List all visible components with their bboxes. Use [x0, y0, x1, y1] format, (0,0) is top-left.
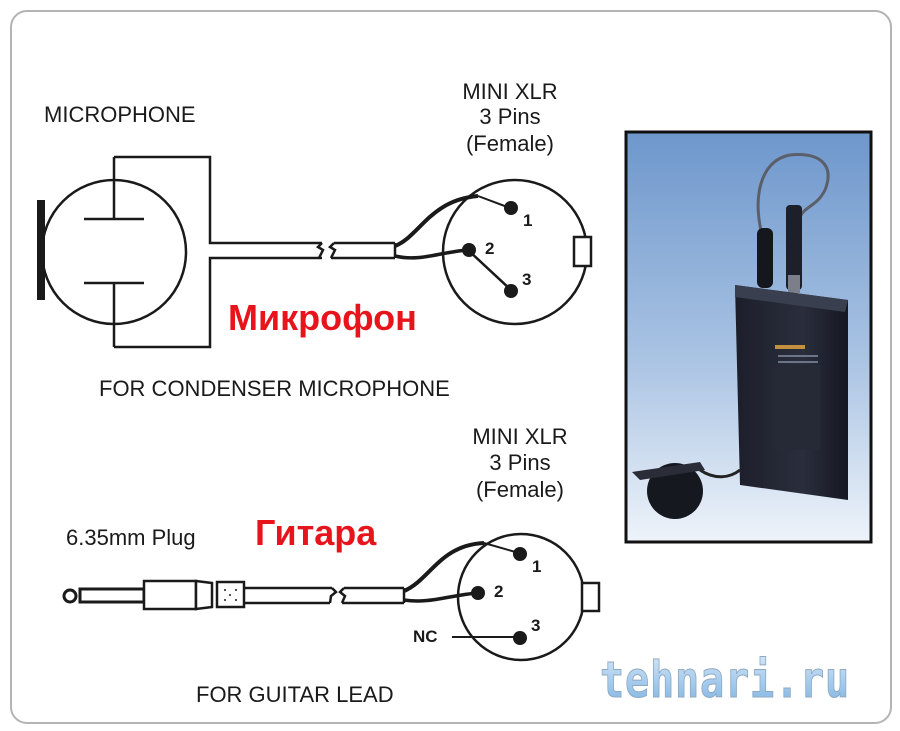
- mini-xlr-connector-bottom-icon: [452, 532, 601, 662]
- nc-label: NC: [413, 627, 438, 646]
- cable-break-bottom: [244, 586, 406, 605]
- caption-guitar-lead: FOR GUITAR LEAD: [196, 682, 394, 707]
- wires-bottom: [403, 541, 485, 603]
- pin-3-label: 3: [531, 616, 540, 635]
- connector-label-bottom: MINI XLR 3 Pins (Female): [472, 424, 567, 502]
- jack-plug-icon: [62, 579, 246, 611]
- russian-label-guitar: Гитара: [255, 512, 377, 553]
- watermark: tehnari.ru: [600, 651, 850, 709]
- pin-1-label: 1: [523, 211, 532, 230]
- pin-1-label: 1: [532, 557, 541, 576]
- mini-xlr-connector-top-icon: [441, 178, 593, 326]
- wires-top: [394, 194, 479, 260]
- russian-label-microphone: Микрофон: [228, 297, 417, 338]
- pin-3-dot: [513, 631, 527, 645]
- connector-label-line: (Female): [466, 131, 554, 156]
- connector-label-line: (Female): [476, 477, 564, 502]
- pin-3-dot: [504, 284, 518, 298]
- pin-2-dot: [462, 243, 476, 257]
- caption-condenser-microphone: FOR CONDENSER MICROPHONE: [99, 376, 450, 401]
- plug-label: 6.35mm Plug: [66, 525, 196, 550]
- cable-break-top: [315, 241, 397, 260]
- connector-label-line: 3 Pins: [489, 450, 550, 475]
- microphone-symbol-icon: [37, 155, 322, 349]
- pin-2-dot: [471, 586, 485, 600]
- transmitter-photo: [624, 130, 873, 544]
- connector-label-line: MINI XLR: [472, 424, 567, 449]
- pin-3-label: 3: [522, 270, 531, 289]
- condenser-mic-section: MICROPHONE: [37, 79, 593, 401]
- pin-1-dot: [513, 547, 527, 561]
- connector-label-top: MINI XLR 3 Pins (Female): [462, 79, 557, 156]
- pin-2-label: 2: [494, 582, 503, 601]
- pin-2-label: 2: [485, 239, 494, 258]
- microphone-label: MICROPHONE: [44, 102, 196, 127]
- pin-1-dot: [504, 201, 518, 215]
- guitar-lead-section: MINI XLR 3 Pins (Female) 6.35mm Plug Гит…: [62, 424, 601, 707]
- connector-label-line: 3 Pins: [479, 104, 540, 129]
- connector-label-line: MINI XLR: [462, 79, 557, 104]
